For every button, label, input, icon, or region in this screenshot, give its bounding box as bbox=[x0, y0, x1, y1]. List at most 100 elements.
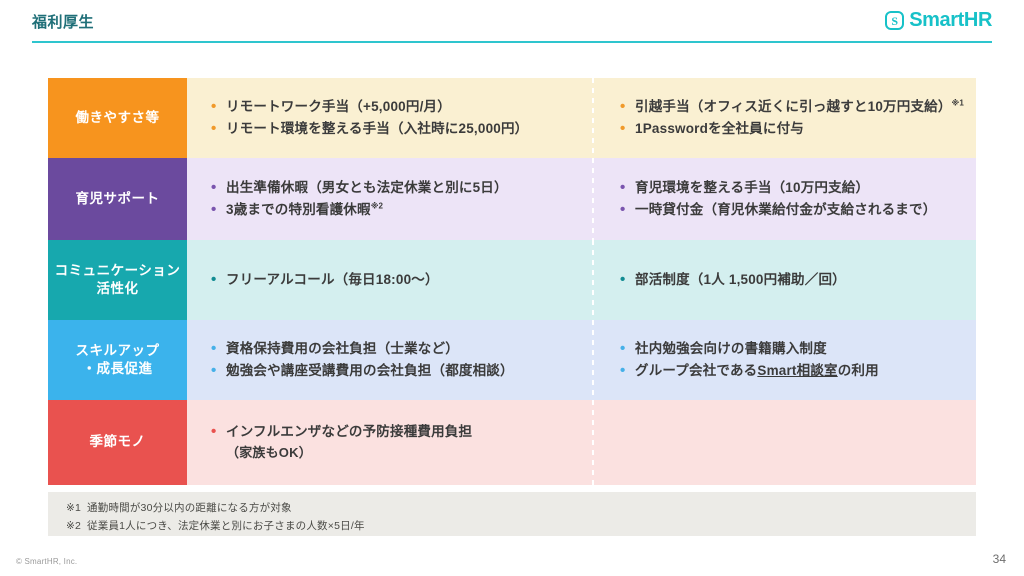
bullet-icon: • bbox=[620, 271, 626, 289]
bullet-icon: • bbox=[620, 120, 626, 137]
benefit-item-text: リモートワーク手当（+5,000円/月） bbox=[226, 99, 451, 115]
row-column-left: • リモートワーク手当（+5,000円/月） • リモート環境を整える手当（入社時に2… bbox=[187, 78, 592, 158]
row-column-left: • インフルエンザなどの予防接種費用負担（家族もOK） bbox=[187, 400, 592, 485]
column-divider bbox=[592, 320, 594, 400]
benefit-item: • リモート環境を整える手当（入社時に25,000円） bbox=[211, 118, 586, 140]
row-label: 季節モノ bbox=[48, 400, 187, 485]
row-body: • 出生準備休暇（男女とも法定休業と別に5日） • 3歳までの特別看護休暇※2 • 育児環… bbox=[187, 158, 976, 240]
bullet-icon: • bbox=[211, 423, 217, 441]
row-body: • リモートワーク手当（+5,000円/月） • リモート環境を整える手当（入社時に2… bbox=[187, 78, 976, 158]
benefit-item: • リモートワーク手当（+5,000円/月） bbox=[211, 96, 586, 118]
benefit-item: • グループ会社であるSmart相談室の利用 bbox=[620, 360, 970, 382]
header-divider bbox=[32, 41, 992, 43]
smarthr-logo-text: SmartHR bbox=[909, 9, 992, 31]
row-label: コミュニケーション活性化 bbox=[48, 240, 187, 320]
benefit-item-text: リモート環境を整える手当（入社時に25,000円） bbox=[226, 121, 529, 136]
benefit-item: • 引越手当（オフィス近くに引っ越すと10万円支給）※1 bbox=[620, 96, 970, 118]
benefit-item: • 育児環境を整える手当（10万円支給） bbox=[620, 177, 970, 199]
benefit-item: • 部活制度（1人 1,500円補助／回） bbox=[620, 269, 970, 291]
row-label: 働きやすさ等 bbox=[48, 78, 187, 158]
bullet-icon: • bbox=[211, 362, 217, 379]
benefit-item: • 一時貸付金（育児休業給付金が支給されるまで） bbox=[620, 199, 970, 221]
bullet-icon: • bbox=[620, 362, 626, 379]
footnote-text: 従業員1人につき、法定休業と別にお子さまの人数×5日/年 bbox=[87, 520, 365, 533]
row-body: • フリーアルコール（毎日18:00〜） • 部活制度（1人 1,500円補助／回） bbox=[187, 240, 976, 320]
row-column-right: • 引越手当（オフィス近くに引っ越すと10万円支給）※1 • 1Passwordを全社… bbox=[592, 78, 976, 158]
column-divider bbox=[592, 240, 594, 320]
bullet-icon: • bbox=[211, 179, 217, 197]
benefit-item: • 出生準備休暇（男女とも法定休業と別に5日） bbox=[211, 177, 586, 199]
benefit-item-text: 引越手当（オフィス近くに引っ越すと10万円支給）※1 bbox=[635, 98, 964, 115]
column-divider bbox=[592, 400, 594, 485]
row-label-line: 活性化 bbox=[96, 281, 139, 296]
row-column-left: • 出生準備休暇（男女とも法定休業と別に5日） • 3歳までの特別看護休暇※2 bbox=[187, 158, 592, 240]
row-column-right: • 社内勉強会向けの書籍購入制度 • グループ会社であるSmart相談室の利用 bbox=[592, 320, 976, 400]
benefit-item-text: 出生準備休暇（男女とも法定休業と別に5日） bbox=[226, 180, 508, 196]
bullet-icon: • bbox=[211, 271, 217, 289]
benefits-table: 働きやすさ等 • リモートワーク手当（+5,000円/月） • リモート環境を整える手当… bbox=[48, 78, 976, 485]
benefit-item-text: 一時貸付金（育児休業給付金が支給されるまで） bbox=[635, 202, 937, 217]
table-row: 育児サポート•出生準備休暇（男女とも法定休業と別に5日）•3歳までの特別看護休暇… bbox=[48, 158, 976, 240]
row-label-line: コミュニケーション bbox=[54, 262, 181, 278]
benefit-item: • 3歳までの特別看護休暇※2 bbox=[211, 199, 586, 221]
smart-soudanshitsu-link[interactable]: Smart相談室 bbox=[757, 363, 838, 378]
table-row: スキルアップ・成長促進 • 資格保持費用の会社負担（士業など） • 勉強会や講座受講費用… bbox=[48, 320, 976, 400]
benefit-item: • 1Passwordを全社員に付与 bbox=[620, 118, 970, 140]
row-body: • 資格保持費用の会社負担（士業など） • 勉強会や講座受講費用の会社負担（都度相談）… bbox=[187, 320, 976, 400]
bullet-icon: • bbox=[620, 340, 626, 358]
row-label: 育児サポート bbox=[48, 158, 187, 240]
row-label-line: スキルアップ bbox=[75, 342, 160, 358]
benefit-item-text: 3歳までの特別看護休暇※2 bbox=[226, 201, 383, 218]
footnote-mark: ※2 bbox=[66, 520, 82, 533]
row-column-left: • フリーアルコール（毎日18:00〜） bbox=[187, 240, 592, 320]
table-row: 季節モノ • インフルエンザなどの予防接種費用負担（家族もOK） bbox=[48, 400, 976, 485]
footnote: ※2 従業員1人につき、法定休業と別にお子さまの人数×5日/年 bbox=[66, 517, 976, 535]
smarthr-logo-letter: S bbox=[891, 13, 899, 28]
row-label: スキルアップ・成長促進 bbox=[48, 320, 187, 400]
benefit-item-text: 1Passwordを全社員に付与 bbox=[635, 121, 804, 136]
row-column-right bbox=[592, 400, 976, 485]
footnote-marker: ※2 bbox=[370, 201, 383, 211]
benefit-item-text: 勉強会や講座受講費用の会社負担（都度相談） bbox=[226, 363, 514, 378]
copyright-text: © SmartHR, Inc. bbox=[16, 557, 78, 566]
bullet-icon: • bbox=[620, 179, 626, 197]
smarthr-logo-icon: S bbox=[885, 11, 905, 30]
benefit-item: • 勉強会や講座受講費用の会社負担（都度相談） bbox=[211, 360, 586, 382]
benefit-item: • 資格保持費用の会社負担（士業など） bbox=[211, 338, 586, 360]
smarthr-logo: S SmartHR bbox=[885, 9, 992, 32]
column-divider bbox=[592, 158, 594, 240]
row-body: • インフルエンザなどの予防接種費用負担（家族もOK） bbox=[187, 400, 976, 485]
table-row: 働きやすさ等 • リモートワーク手当（+5,000円/月） • リモート環境を整える手当… bbox=[48, 78, 976, 158]
benefit-item-text: 社内勉強会向けの書籍購入制度 bbox=[635, 341, 827, 357]
benefit-item: • フリーアルコール（毎日18:00〜） bbox=[211, 269, 586, 291]
bullet-icon: • bbox=[211, 98, 217, 116]
benefit-item-text: フリーアルコール（毎日18:00〜） bbox=[226, 272, 439, 288]
benefit-item-text: 育児環境を整える手当（10万円支給） bbox=[635, 180, 870, 196]
benefit-item-subtext: （家族もOK） bbox=[226, 445, 312, 461]
row-column-left: • 資格保持費用の会社負担（士業など） • 勉強会や講座受講費用の会社負担（都度相談） bbox=[187, 320, 592, 400]
page-number: 34 bbox=[992, 552, 1006, 566]
footnote-text: 通勤時間が30分以内の距離になる方が対象 bbox=[87, 502, 292, 514]
column-divider bbox=[592, 78, 594, 158]
bullet-icon: • bbox=[620, 98, 626, 116]
benefit-item: • 社内勉強会向けの書籍購入制度 bbox=[620, 338, 970, 360]
footnotes-panel: ※1 通勤時間が30分以内の距離になる方が対象 ※2 従業員1人につき、法定休業と別に… bbox=[48, 492, 976, 536]
slide-header: 福利厚生 S SmartHR bbox=[0, 0, 1024, 46]
bullet-icon: • bbox=[211, 201, 217, 218]
benefit-item-text: 部活制度（1人 1,500円補助／回） bbox=[635, 272, 846, 288]
benefit-item-text: インフルエンザなどの予防接種費用負担（家族もOK） bbox=[226, 421, 586, 464]
row-column-right: • 部活制度（1人 1,500円補助／回） bbox=[592, 240, 976, 320]
table-row: コミュニケーション活性化 • フリーアルコール（毎日18:00〜） • 部活制度（1人 … bbox=[48, 240, 976, 320]
footnote-mark: ※1 bbox=[66, 502, 82, 514]
row-label-line: ・成長促進 bbox=[82, 361, 153, 376]
benefit-item-text: 資格保持費用の会社負担（士業など） bbox=[226, 341, 459, 357]
row-column-right: • 育児環境を整える手当（10万円支給） • 一時貸付金（育児休業給付金が支給されるま… bbox=[592, 158, 976, 240]
page-title: 福利厚生 bbox=[32, 14, 95, 31]
footnote: ※1 通勤時間が30分以内の距離になる方が対象 bbox=[66, 499, 976, 517]
benefit-item: • インフルエンザなどの予防接種費用負担（家族もOK） bbox=[211, 421, 586, 464]
bullet-icon: • bbox=[211, 340, 217, 358]
footnote-marker: ※1 bbox=[951, 98, 964, 108]
bullet-icon: • bbox=[211, 120, 217, 137]
bullet-icon: • bbox=[620, 201, 626, 218]
benefit-item-text: グループ会社であるSmart相談室の利用 bbox=[635, 363, 879, 378]
